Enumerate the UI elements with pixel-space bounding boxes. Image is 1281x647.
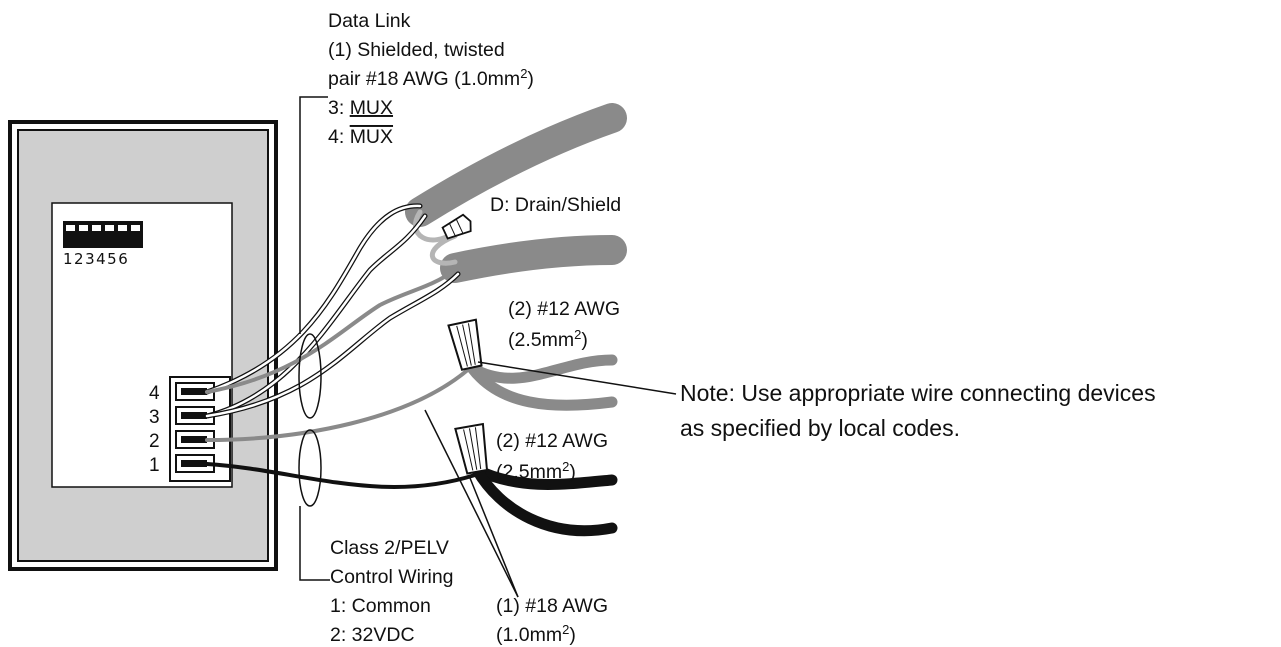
terminal-2-screw	[181, 436, 207, 443]
data-link-line2: pair #18 AWG (1.0mm2)	[328, 66, 534, 90]
terminal-block: 4 3 2 1	[149, 376, 231, 482]
dip-toggle-1	[66, 225, 75, 231]
data-link-mux-bar: 4: MUX	[328, 126, 393, 148]
terminal-2-wire	[205, 366, 472, 442]
control-wiring-line4: 2: 32VDC	[330, 624, 415, 646]
dip-toggle-4	[105, 225, 114, 231]
drain-shield-label: D: Drain/Shield	[490, 194, 621, 216]
lower-nut-label-line2: (2.5mm2)	[496, 459, 576, 483]
lower-nut-conductor-a	[471, 464, 618, 490]
dip-switch: 123456	[63, 221, 143, 268]
upper-nut-label-line1: (2) #12 AWG	[508, 298, 620, 320]
note-line1: Note: Use appropriate wire connecting de…	[680, 380, 1156, 406]
awg18-leader-b	[469, 477, 519, 598]
note-line2: as specified by local codes.	[680, 415, 960, 441]
upper-nut-conductor-a	[466, 354, 618, 384]
drain-nut-body	[441, 213, 472, 240]
awg18-label-line1: (1) #18 AWG	[496, 595, 608, 617]
lower-nut-label: (2) #12 AWG (2.5mm2)	[496, 430, 608, 483]
control-wiring-label: Class 2/PELV Control Wiring 1: Common 2:…	[330, 537, 454, 646]
data-wire-3b	[205, 272, 460, 418]
dip-toggle-2	[79, 225, 88, 231]
wires	[204, 103, 627, 537]
terminal-1-wire	[205, 462, 477, 489]
awg18-label-line2: (1.0mm2)	[496, 622, 576, 646]
terminal-label-2: 2	[149, 431, 160, 452]
terminal-4-screw	[181, 388, 207, 395]
data-cable-upper-jacket	[405, 103, 627, 227]
upper-nut-body	[447, 318, 483, 371]
data-link-line1: (1) Shielded, twisted	[328, 39, 505, 61]
drain-wire-lower	[430, 233, 458, 266]
data-link-bundle-marker	[298, 333, 322, 419]
data-link-label: Data Link (1) Shielded, twisted pair #18…	[328, 10, 534, 148]
upper-nut-label: (2) #12 AWG (2.5mm2)	[508, 298, 620, 351]
awg18-leader-a	[424, 409, 519, 598]
upper-nut-label-line2: (2.5mm2)	[508, 327, 588, 351]
terminal-label-4: 4	[149, 383, 160, 404]
leader-lines	[299, 96, 677, 598]
lower-nut-body	[454, 422, 489, 475]
lower-wire-nut	[454, 422, 489, 475]
control-wiring-line2: Control Wiring	[330, 566, 454, 588]
control-wiring-bundle-marker	[298, 429, 322, 507]
data-wire-3a	[205, 214, 427, 418]
data-wire-4b	[205, 268, 457, 394]
wall-plate	[8, 120, 278, 571]
lower-nut-label-line1: (2) #12 AWG	[496, 430, 608, 452]
note-leader	[477, 361, 677, 395]
dip-switch-body	[63, 221, 143, 248]
data-link-mux: 3: MUX	[328, 97, 393, 119]
dip-switch-toggles	[66, 225, 140, 231]
terminal-1-screw	[181, 460, 207, 467]
terminal-label-3: 3	[149, 407, 160, 428]
data-link-leader	[299, 96, 328, 334]
control-wiring-line3: 1: Common	[330, 595, 431, 617]
data-wire-4	[205, 204, 422, 394]
control-wiring-line1: Class 2/PELV	[330, 537, 449, 559]
control-wiring-leader	[299, 506, 330, 581]
terminal-label-1: 1	[149, 455, 160, 476]
dip-toggle-5	[118, 225, 127, 231]
dip-toggle-3	[92, 225, 101, 231]
dip-toggle-6	[131, 225, 140, 231]
upper-wire-nut	[447, 318, 483, 371]
dip-switch-numbers: 123456	[63, 250, 129, 268]
drain-wire-nut	[441, 213, 472, 240]
data-cable-lower-jacket	[440, 235, 627, 283]
awg18-label: (1) #18 AWG (1.0mm2)	[496, 595, 608, 646]
upper-nut-conductor-b	[466, 362, 618, 411]
lower-nut-conductor-b	[471, 464, 618, 537]
note: Note: Use appropriate wire connecting de…	[680, 380, 1156, 441]
terminal-3-screw	[181, 412, 207, 419]
data-link-title: Data Link	[328, 10, 411, 32]
